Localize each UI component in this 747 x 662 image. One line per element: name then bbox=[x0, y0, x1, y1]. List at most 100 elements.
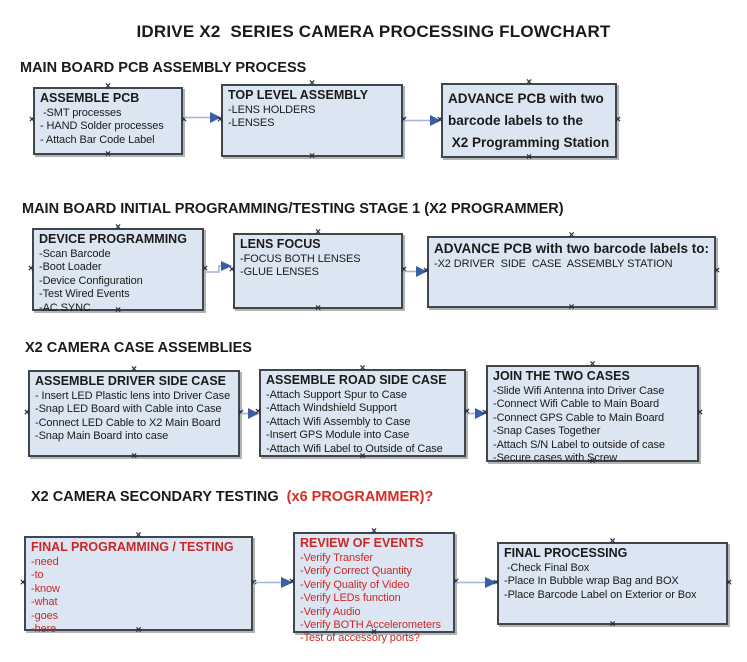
box-item: -Device Configuration bbox=[39, 274, 143, 287]
connection-point-icon bbox=[136, 626, 142, 636]
flow-box-advance-pcb-case-assembly: ADVANCE PCB with two barcode labels to: … bbox=[427, 236, 716, 308]
box-title: ADVANCE PCB with two barcode labels to: bbox=[434, 241, 710, 256]
connection-point-icon bbox=[28, 264, 34, 274]
connection-point-icon bbox=[726, 578, 732, 588]
connection-point-icon bbox=[315, 304, 321, 314]
flow-box-assemble-road-side-case: ASSEMBLE ROAD SIDE CASE -Attach Support … bbox=[259, 369, 466, 457]
box-item: -Verify Correct Quantity bbox=[300, 565, 412, 578]
connection-point-icon bbox=[255, 408, 261, 418]
connection-point-icon bbox=[360, 452, 366, 462]
flow-box-final-programming-testing: FINAL PROGRAMMING / TESTING -need -to -k… bbox=[24, 536, 253, 635]
box-title: ASSEMBLE PCB bbox=[40, 91, 140, 105]
connection-point-icon bbox=[371, 628, 377, 638]
connector-arrow-icon bbox=[404, 115, 441, 126]
box-item: -LENS HOLDERS bbox=[228, 104, 316, 116]
connection-point-icon bbox=[309, 79, 315, 89]
flow-box-review-of-events: REVIEW OF EVENTS -Verify Transfer -Verif… bbox=[293, 532, 455, 644]
connection-point-icon bbox=[217, 115, 223, 125]
box-title: FINAL PROCESSING bbox=[504, 546, 628, 560]
flow-box-final-processing: FINAL PROCESSING -Check Final Box -Place… bbox=[497, 542, 728, 625]
connection-point-icon bbox=[289, 577, 295, 587]
flow-box-assemble-pcb: ASSEMBLE PCB -SMT processes - HAND Solde… bbox=[33, 87, 183, 155]
connector-arrow-icon bbox=[241, 408, 259, 419]
connection-point-icon bbox=[105, 82, 111, 92]
box-title: ASSEMBLE ROAD SIDE CASE bbox=[266, 373, 447, 387]
box-item: -Verify Quality of Video bbox=[300, 578, 410, 591]
box-item: -Test Wired Events bbox=[39, 288, 130, 301]
box-text-line: barcode labels to the bbox=[448, 113, 584, 128]
section-heading-secondary-testing: X2 CAMERA SECONDARY TESTING (x6 PROGRAMM… bbox=[31, 489, 433, 505]
box-item: -need bbox=[31, 556, 59, 568]
box-item: - HAND Solder processes bbox=[40, 120, 164, 133]
box-item: - Insert LED Plastic lens into Driver Ca… bbox=[35, 390, 231, 402]
elbow-connector-arrow-icon bbox=[205, 261, 232, 273]
section-heading-pcb-assembly: MAIN BOARD PCB ASSEMBLY PROCESS bbox=[20, 60, 307, 76]
page-title: IDRIVE X2 SERIES CAMERA PROCESSING FLOWC… bbox=[136, 22, 611, 41]
section-heading-text: X2 CAMERA SECONDARY TESTING bbox=[31, 489, 287, 505]
box-item: -Attach Wifi Assembly to Case bbox=[266, 415, 411, 428]
connection-point-icon bbox=[526, 78, 532, 88]
box-item: -Check Final Box bbox=[504, 562, 590, 574]
box-item: -know bbox=[31, 582, 60, 595]
connection-point-icon bbox=[29, 116, 35, 126]
box-title: REVIEW OF EVENTS bbox=[300, 536, 424, 550]
box-item: -SMT processes bbox=[40, 107, 122, 119]
connection-point-icon bbox=[482, 408, 488, 418]
box-item: -Place In Bubble wrap Bag and BOX bbox=[504, 575, 679, 588]
box-item: -Place Barcode Label on Exterior or Box bbox=[504, 588, 697, 601]
connection-point-icon bbox=[131, 365, 137, 375]
section-heading-red-text: (x6 PROGRAMMER)? bbox=[286, 489, 434, 505]
connection-point-icon bbox=[315, 228, 321, 238]
box-title: LENS FOCUS bbox=[240, 237, 321, 251]
box-item: -what bbox=[31, 596, 58, 609]
connection-point-icon bbox=[610, 537, 616, 547]
connection-point-icon bbox=[437, 115, 443, 125]
box-item: -goes bbox=[31, 609, 59, 622]
box-item: -Test of accessory ports? bbox=[300, 632, 420, 645]
connection-point-icon bbox=[136, 531, 142, 541]
box-item: -Connect Wifi Cable to Main Board bbox=[493, 398, 660, 411]
connection-point-icon bbox=[569, 303, 575, 313]
box-item: -Verify BOTH Accelerometers bbox=[300, 619, 441, 632]
connection-point-icon bbox=[423, 267, 429, 277]
flow-box-top-level-assembly: TOP LEVEL ASSEMBLY -LENS HOLDERS -LENSES bbox=[221, 84, 403, 157]
flow-box-advance-pcb-programming-station: ADVANCE PCB with two barcode labels to t… bbox=[441, 83, 617, 158]
box-text-line: ADVANCE PCB with two bbox=[448, 91, 604, 106]
connection-point-icon bbox=[615, 115, 621, 125]
connector-arrow-icon bbox=[456, 577, 497, 588]
connection-point-icon bbox=[131, 452, 137, 462]
box-item: -Slide Wifi Antenna into Driver Case bbox=[493, 385, 665, 397]
box-title: DEVICE PROGRAMMING bbox=[39, 232, 187, 246]
connection-point-icon bbox=[714, 267, 720, 277]
connection-point-icon bbox=[105, 150, 111, 160]
box-item: -to bbox=[31, 569, 44, 582]
box-item: -Boot Loader bbox=[39, 261, 102, 274]
section-heading-initial-programming: MAIN BOARD INITIAL PROGRAMMING/TESTING S… bbox=[22, 201, 564, 217]
box-item: -LENSES bbox=[228, 117, 275, 130]
box-item: -Snap Main Board into case bbox=[35, 430, 169, 443]
connection-point-icon bbox=[309, 152, 315, 162]
box-item: -Connect LED Cable to X2 Main Board bbox=[35, 416, 221, 429]
connector-arrow-icon bbox=[404, 266, 427, 277]
box-item: -Snap Cases Together bbox=[493, 425, 601, 438]
connection-point-icon bbox=[526, 153, 532, 163]
box-title: FINAL PROGRAMMING / TESTING bbox=[31, 540, 234, 554]
box-item: -Attach Windshield Support bbox=[266, 402, 397, 415]
connection-point-icon bbox=[697, 408, 703, 418]
connection-point-icon bbox=[493, 578, 499, 588]
box-title: JOIN THE TWO CASES bbox=[493, 369, 630, 383]
box-item: -Verify Audio bbox=[300, 605, 361, 618]
flow-box-assemble-driver-side-case: ASSEMBLE DRIVER SIDE CASE - Insert LED P… bbox=[28, 370, 240, 457]
box-item: -Attach S/N Label to outside of case bbox=[493, 438, 665, 451]
connection-point-icon bbox=[590, 457, 596, 467]
connector-arrow-icon bbox=[184, 112, 221, 123]
connection-point-icon bbox=[610, 620, 616, 630]
box-item: -FOCUS BOTH LENSES bbox=[240, 253, 361, 265]
box-title: TOP LEVEL ASSEMBLY bbox=[228, 88, 369, 102]
connection-point-icon bbox=[20, 578, 26, 588]
box-item: -GLUE LENSES bbox=[240, 266, 319, 279]
flow-box-lens-focus: LENS FOCUS -FOCUS BOTH LENSES -GLUE LENS… bbox=[233, 233, 403, 309]
box-item: -Scan Barcode bbox=[39, 248, 111, 260]
box-item: -Connect GPS Cable to Main Board bbox=[493, 411, 665, 424]
connection-point-icon bbox=[360, 364, 366, 374]
